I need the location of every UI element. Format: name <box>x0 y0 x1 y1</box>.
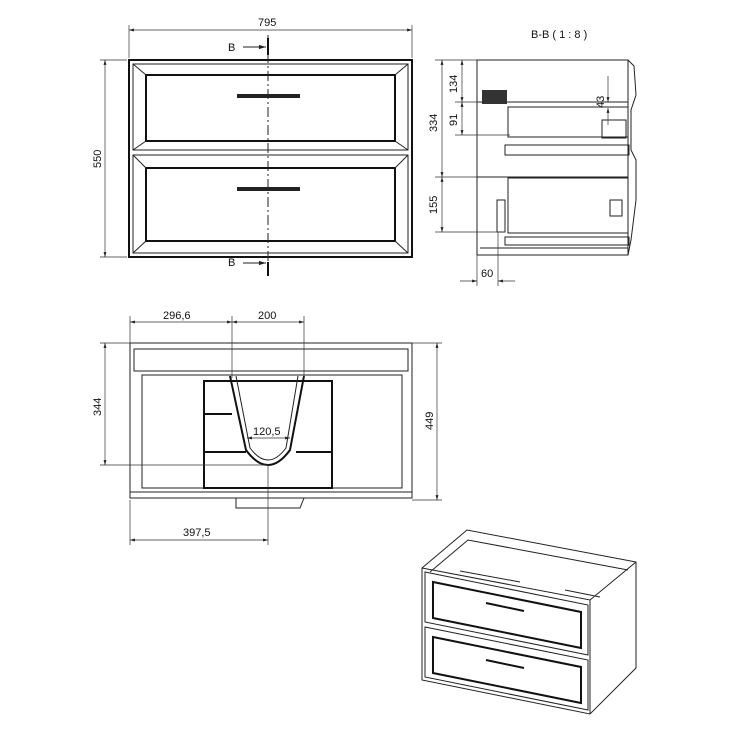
dim-344: 344 <box>92 398 104 416</box>
dim-134: 134 <box>448 75 460 93</box>
dim-296-6: 296,6 <box>163 310 191 322</box>
dim-60: 60 <box>481 268 493 280</box>
dim-449: 449 <box>424 412 436 430</box>
front-view: B B 795 550 <box>92 17 413 276</box>
section-title: B-B ( 1 : 8 ) <box>531 29 587 41</box>
section-view: B-B ( 1 : 8 ) 334 134 91 43 155 60 <box>428 29 637 286</box>
dim-43: 43 <box>595 96 607 108</box>
dim-155: 155 <box>428 196 440 214</box>
width-dimension: 795 <box>258 17 276 29</box>
dim-91: 91 <box>448 114 460 126</box>
drawer-bottom <box>132 154 409 254</box>
dim-200: 200 <box>258 310 276 322</box>
dim-120-5: 120,5 <box>253 426 281 438</box>
height-dimension: 550 <box>92 150 104 168</box>
dim-334: 334 <box>428 114 440 132</box>
dim-397-5: 397,5 <box>183 527 211 539</box>
section-marker-top: B <box>228 42 235 54</box>
isometric-view <box>421 529 637 715</box>
drawer-top <box>132 63 409 151</box>
top-view: 296,6 200 344 449 120,5 397,5 <box>92 310 442 545</box>
section-marker-bottom: B <box>228 257 235 269</box>
